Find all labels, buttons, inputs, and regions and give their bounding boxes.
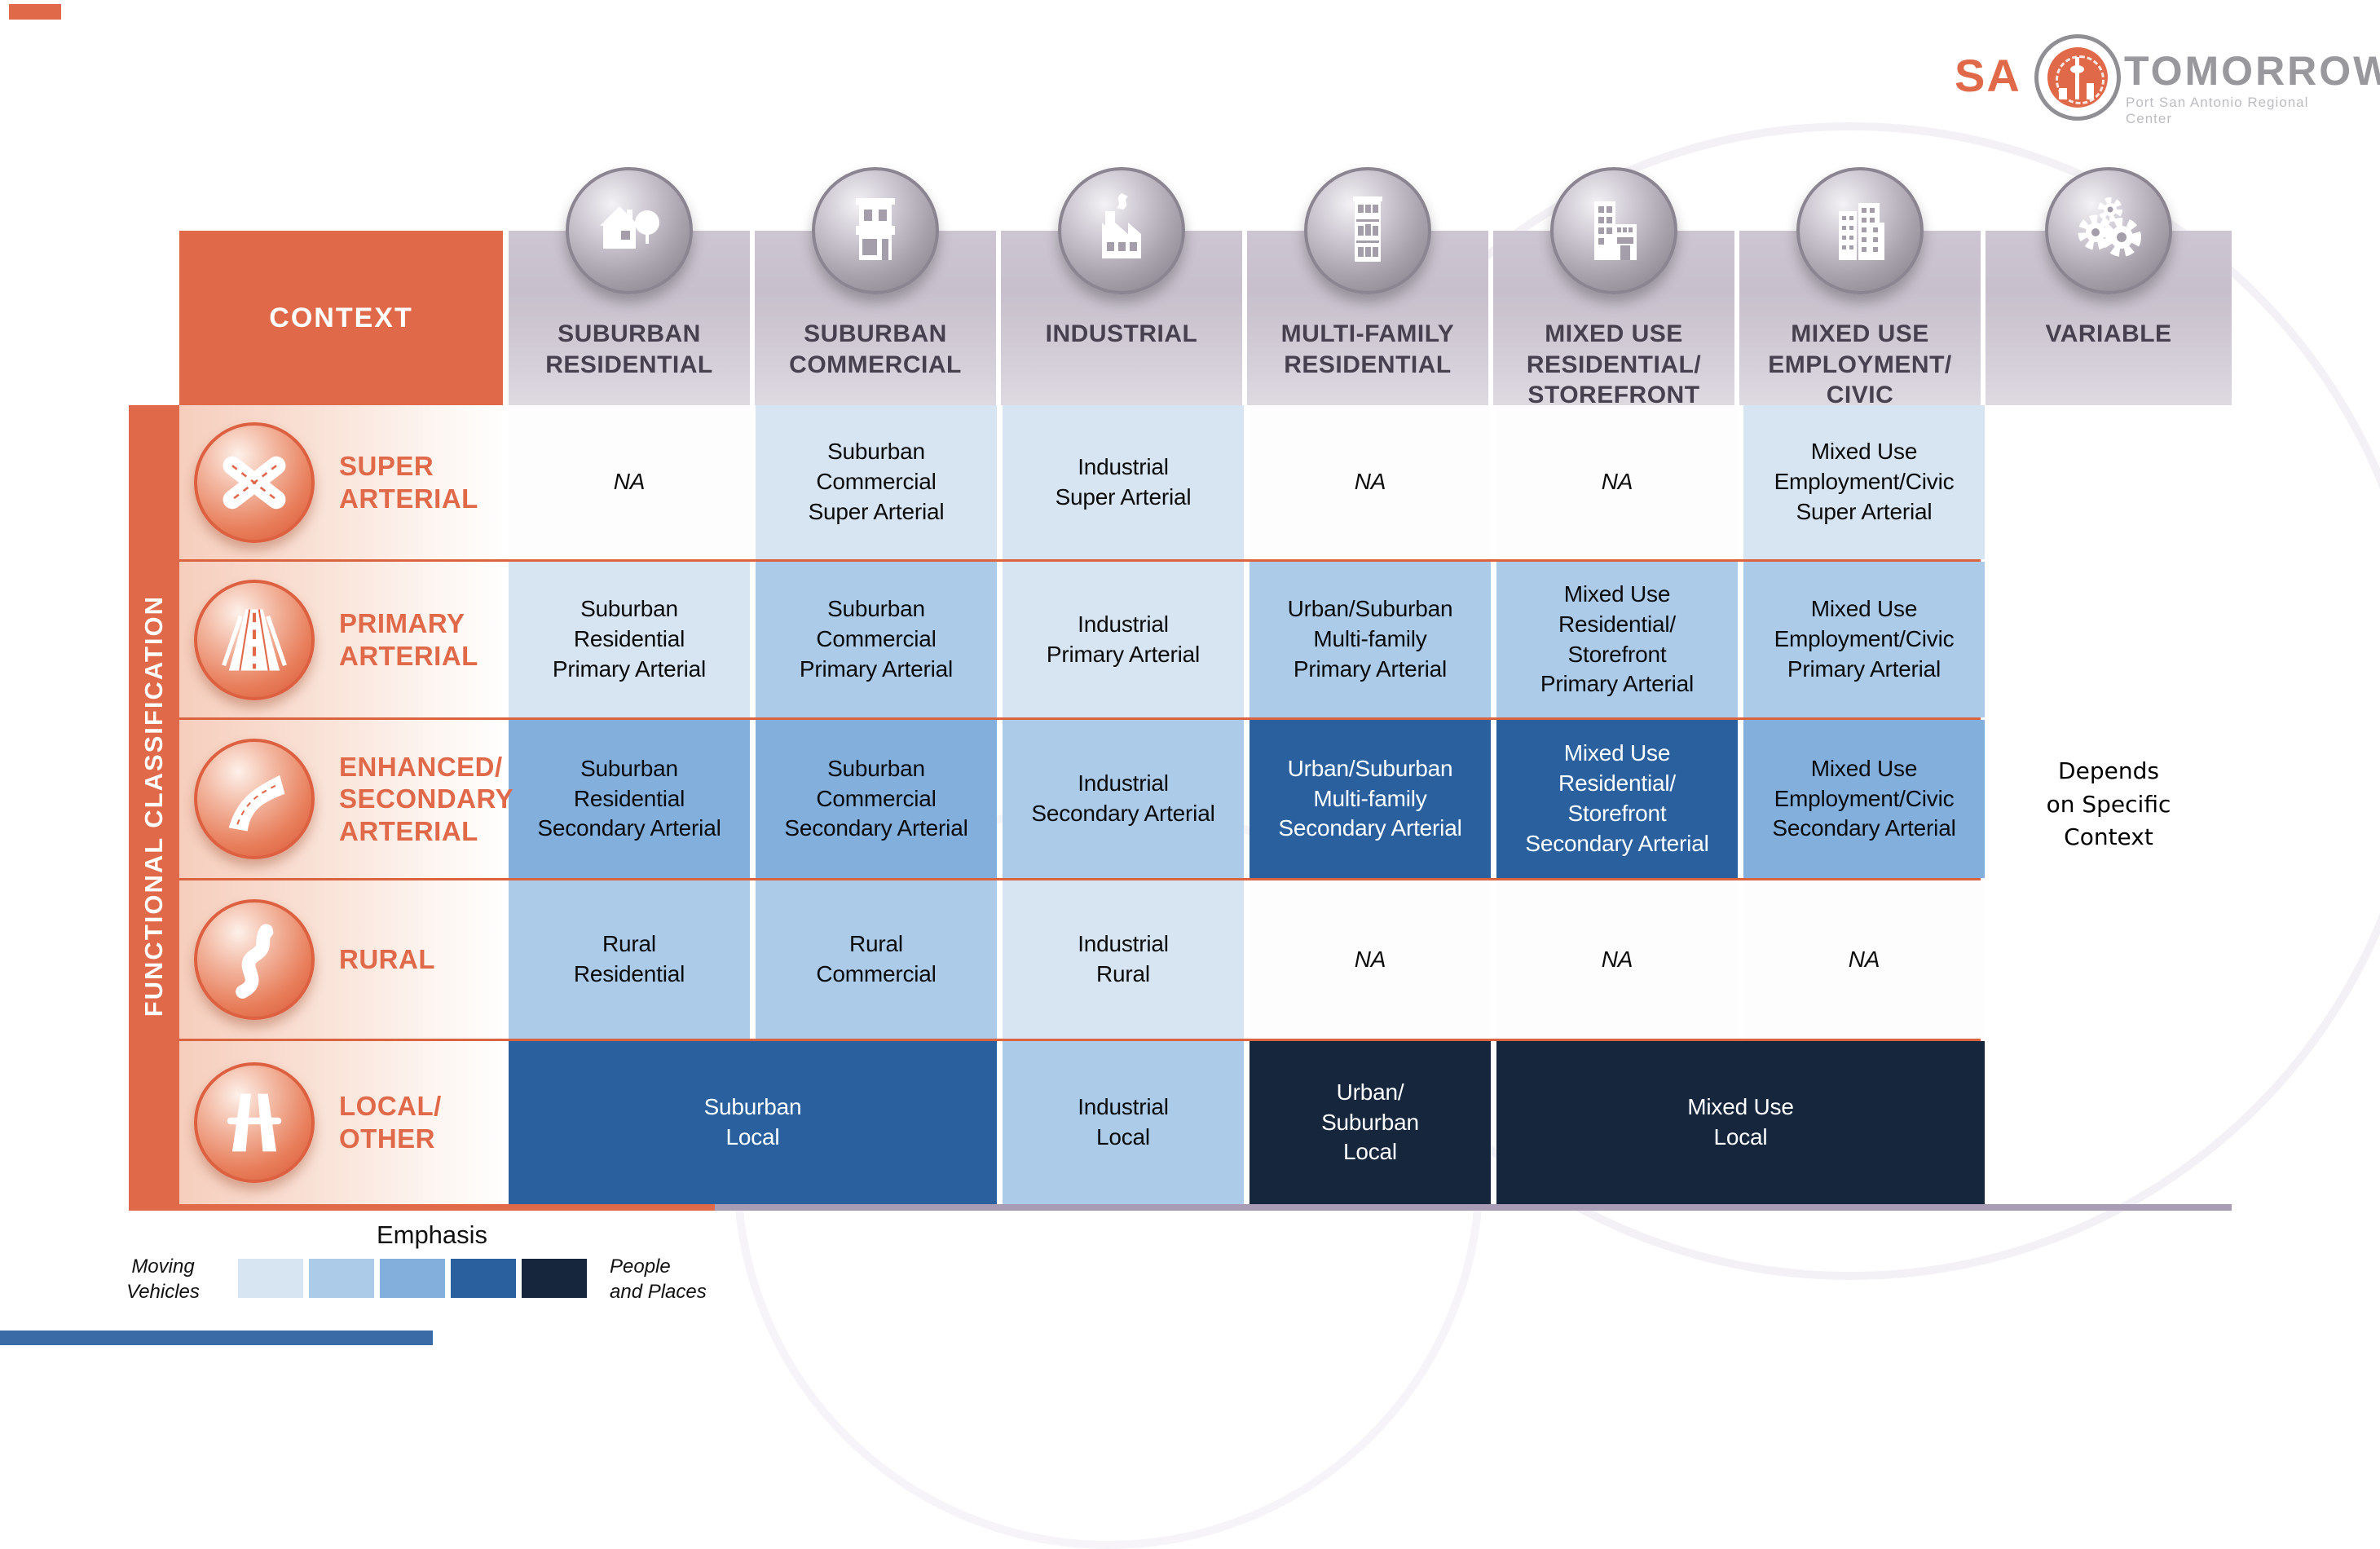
column-header-mixed-use-residential: MIXED USE RESIDENTIAL/ STOREFRONT bbox=[1493, 167, 1734, 408]
column-header-label: MIXED USE EMPLOYMENT/ CIVIC bbox=[1768, 320, 1952, 408]
column-header-variable: VARIABLE bbox=[1986, 167, 2232, 405]
matrix-cell: Industrial Primary Arterial bbox=[1003, 562, 1244, 717]
row-enhanced-secondary-arterial: ENHANCED/ SECONDARY ARTERIAL Suburban Re… bbox=[179, 720, 1985, 880]
legend-title: Emphasis bbox=[376, 1220, 488, 1249]
matrix-cell: Rural Residential bbox=[509, 880, 750, 1039]
functional-classification-label: FUNCTIONAL CLASSIFICATION bbox=[139, 594, 168, 1017]
column-header-label: VARIABLE bbox=[2045, 320, 2172, 347]
matrix-cell: Mixed Use Employment/Civic Super Arteria… bbox=[1743, 405, 1985, 559]
logo-tomorrow-text: TOMORROW bbox=[2124, 48, 2380, 94]
column-header-suburban-residential: SUBURBAN RESIDENTIAL bbox=[509, 167, 750, 405]
tower-globe-icon bbox=[2034, 34, 2121, 121]
context-header-label: CONTEXT bbox=[269, 302, 413, 333]
apartment-icon bbox=[1304, 167, 1431, 294]
factory-icon bbox=[1058, 167, 1185, 294]
logo-sa-text: SA bbox=[1955, 50, 2021, 101]
column-header-industrial: INDUSTRIAL bbox=[1001, 167, 1242, 405]
matrix-cell: NA bbox=[509, 405, 750, 559]
column-header-label: SUBURBAN RESIDENTIAL bbox=[545, 320, 713, 378]
matrix-cell: Industrial Local bbox=[1003, 1041, 1244, 1204]
house-tree-icon bbox=[566, 167, 693, 294]
matrix-cell: Suburban Commercial Super Arterial bbox=[756, 405, 997, 559]
row-header-primary-arterial: PRIMARY ARTERIAL bbox=[179, 562, 503, 717]
sa-tomorrow-logo: SA TOMORROW Port San Antonio Regional Ce… bbox=[1955, 31, 2380, 126]
matrix-cell: Mixed Use Residential/ Storefront Second… bbox=[1496, 720, 1738, 878]
table-bottom-border-gray bbox=[715, 1204, 2232, 1211]
column-header-label: MIXED USE RESIDENTIAL/ STOREFRONT bbox=[1526, 320, 1702, 408]
motorway-icon bbox=[194, 1062, 315, 1183]
matrix-cell: Industrial Rural bbox=[1003, 880, 1244, 1039]
mixed-building-icon bbox=[1550, 167, 1677, 294]
matrix-cell: Rural Commercial bbox=[756, 880, 997, 1039]
matrix-cell: Urban/Suburban Multi-family Primary Arte… bbox=[1250, 562, 1491, 717]
column-header-suburban-commercial: SUBURBAN COMMERCIAL bbox=[755, 167, 996, 405]
matrix-cell: Mixed Use Local bbox=[1496, 1041, 1985, 1204]
matrix-cell: NA bbox=[1743, 880, 1985, 1039]
curved-ramp-icon bbox=[194, 739, 315, 859]
slide-corner-accent bbox=[9, 4, 61, 20]
row-label: PRIMARY ARTERIAL bbox=[339, 607, 478, 671]
matrix-cell: Urban/ Suburban Local bbox=[1250, 1041, 1491, 1204]
context-header-cell: CONTEXT bbox=[179, 231, 503, 405]
row-label: ENHANCED/ SECONDARY ARTERIAL bbox=[339, 751, 514, 846]
row-header-super-arterial: SUPER ARTERIAL bbox=[179, 405, 503, 559]
slide-bottom-strip bbox=[0, 1331, 433, 1345]
legend-swatch bbox=[522, 1259, 587, 1298]
row-header-local-other: LOCAL/ OTHER bbox=[179, 1041, 503, 1204]
matrix-cell: NA bbox=[1250, 405, 1491, 559]
matrix-cell: Suburban Residential Secondary Arterial bbox=[509, 720, 750, 878]
matrix-cell: Mixed Use Employment/Civic Primary Arter… bbox=[1743, 562, 1985, 717]
functional-classification-bar: FUNCTIONAL CLASSIFICATION bbox=[129, 405, 179, 1207]
matrix-cell: Industrial Secondary Arterial bbox=[1003, 720, 1244, 878]
column-header-label: MULTI-FAMILY RESIDENTIAL bbox=[1280, 320, 1455, 378]
matrix-cell: Suburban Residential Primary Arterial bbox=[509, 562, 750, 717]
legend-swatch bbox=[238, 1259, 303, 1298]
multilane-road-icon bbox=[194, 579, 315, 700]
gears-icon bbox=[2045, 167, 2172, 294]
storefront-icon bbox=[812, 167, 939, 294]
matrix-cell: Suburban Commercial Primary Arterial bbox=[756, 562, 997, 717]
matrix-cell: Mixed Use Residential/ Storefront Primar… bbox=[1496, 562, 1738, 717]
matrix-cell: Industrial Super Arterial bbox=[1003, 405, 1244, 559]
winding-road-icon bbox=[194, 899, 315, 1020]
column-header-mixed-use-employment: MIXED USE EMPLOYMENT/ CIVIC bbox=[1739, 167, 1981, 408]
row-header-enhanced-secondary: ENHANCED/ SECONDARY ARTERIAL bbox=[179, 720, 513, 878]
row-header-rural: RURAL bbox=[179, 880, 503, 1039]
column-header-label: INDUSTRIAL bbox=[1045, 320, 1198, 347]
table-bottom-border-orange bbox=[129, 1204, 715, 1211]
column-header-label: SUBURBAN COMMERCIAL bbox=[789, 320, 962, 378]
column-header-multi-family: MULTI-FAMILY RESIDENTIAL bbox=[1247, 167, 1488, 405]
logo-subtitle: Port San Antonio Regional Center bbox=[2126, 95, 2309, 126]
legend-swatch bbox=[380, 1259, 445, 1298]
variable-column-cell: Depends on Specific Context bbox=[2046, 757, 2171, 851]
matrix-cell: Suburban Commercial Secondary Arterial bbox=[756, 720, 997, 878]
row-primary-arterial: PRIMARY ARTERIAL Suburban Residential Pr… bbox=[179, 562, 1985, 720]
matrix-cell: Suburban Local bbox=[509, 1041, 997, 1204]
legend-left-label: Moving Vehicles bbox=[126, 1256, 200, 1304]
row-label: SUPER ARTERIAL bbox=[339, 450, 478, 514]
office-towers-icon bbox=[1796, 167, 1924, 294]
legend-swatch bbox=[309, 1259, 374, 1298]
legend-swatch bbox=[451, 1259, 516, 1298]
legend-right-label: People and Places bbox=[610, 1256, 707, 1304]
matrix-cell: NA bbox=[1250, 880, 1491, 1039]
interchange-icon bbox=[194, 421, 315, 543]
matrix-cell: Urban/Suburban Multi-family Secondary Ar… bbox=[1250, 720, 1491, 878]
matrix-cell: Mixed Use Employment/Civic Secondary Art… bbox=[1743, 720, 1985, 878]
legend-swatches bbox=[238, 1259, 587, 1298]
row-label: LOCAL/ OTHER bbox=[339, 1091, 442, 1154]
row-label: RURAL bbox=[339, 944, 435, 975]
matrix-cell: NA bbox=[1496, 880, 1738, 1039]
matrix-cell: NA bbox=[1496, 405, 1738, 559]
